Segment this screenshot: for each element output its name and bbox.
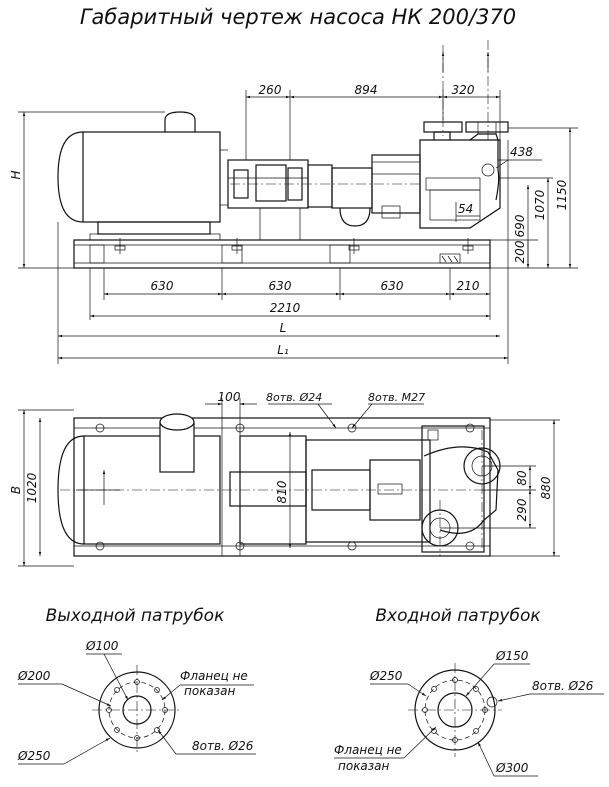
base-frame <box>73 239 491 269</box>
dim-810: 810 <box>275 480 289 503</box>
dim-200: 200 <box>513 240 527 263</box>
dims-top-view: 100 8отв. Ø24 8отв. М27 B 1020 810 80 29… <box>9 390 560 567</box>
dim-1070: 1070 <box>533 189 547 220</box>
inlet-d300: Ø300 <box>495 761 529 775</box>
outlet-d200: Ø200 <box>17 669 51 683</box>
outlet-flange-detail: Выходной патрубок Ø100 Ø200 Ø250 Фланец … <box>17 606 256 765</box>
dim-B: B <box>9 486 23 494</box>
inlet-flange-side <box>465 121 509 133</box>
dims-bottom: 630 630 630 210 2210 L L₁ <box>57 140 509 364</box>
outlet-title: Выходной патрубок <box>46 606 225 626</box>
dim-2210: 2210 <box>270 301 301 315</box>
dim-320: 320 <box>452 83 475 97</box>
side-view: 260 894 320 1150 1070 690 200 438 54 <box>9 40 578 364</box>
dim-54: 54 <box>458 202 473 216</box>
outlet-holes: 8отв. Ø26 <box>192 739 254 753</box>
dim-210: 210 <box>457 279 480 293</box>
inlet-title: Входной патрубок <box>375 606 541 626</box>
outlet-note-2: показан <box>184 684 236 698</box>
dims-top: 260 894 320 <box>245 83 501 160</box>
top-view: 100 8отв. Ø24 8отв. М27 B 1020 810 80 29… <box>9 390 560 567</box>
dim-630-2: 630 <box>269 279 292 293</box>
inlet-d150: Ø150 <box>495 649 529 663</box>
dim-690: 690 <box>513 214 527 237</box>
dim-80: 80 <box>515 470 529 486</box>
base-frame-top <box>73 417 491 557</box>
outlet-d250: Ø250 <box>17 749 51 763</box>
dim-L1: L₁ <box>277 343 289 357</box>
dim-894: 894 <box>355 83 378 97</box>
inlet-note-2: показан <box>338 759 390 773</box>
dim-H-group: H <box>9 111 165 269</box>
dim-260: 260 <box>259 83 282 97</box>
motor-body <box>82 131 221 223</box>
dim-290: 290 <box>515 498 529 521</box>
drawing-title: Габаритный чертеж насоса НК 200/370 <box>80 5 516 29</box>
inlet-note-1: Фланец не <box>334 743 402 757</box>
outlet-note-1: Фланец не <box>180 669 248 683</box>
holes-M27-label: 8отв. М27 <box>368 391 425 404</box>
pump-volute <box>419 139 501 229</box>
dim-630-3: 630 <box>381 279 404 293</box>
pump-volute-top <box>421 425 485 553</box>
holes-24-label: 8отв. Ø24 <box>266 391 322 404</box>
inlet-flange-detail: Входной патрубок Ø150 Ø250 8отв. Ø26 Фла… <box>334 606 604 777</box>
dim-H: H <box>9 170 23 179</box>
inlet-d250: Ø250 <box>369 669 403 683</box>
dim-L: L <box>280 321 287 335</box>
pump-bearing-frame <box>331 167 373 209</box>
dim-438: 438 <box>510 145 533 159</box>
dim-100-top: 100 <box>218 390 241 404</box>
dim-1020: 1020 <box>25 472 39 503</box>
outlet-d100: Ø100 <box>85 639 119 653</box>
motor-fan-cover <box>57 131 84 223</box>
dim-880: 880 <box>539 476 553 499</box>
inlet-holes: 8отв. Ø26 <box>532 679 594 693</box>
dim-1150: 1150 <box>555 179 569 210</box>
dim-630-1: 630 <box>151 279 174 293</box>
motor-lifting-eye <box>164 111 196 132</box>
dims-right: 1150 1070 690 200 438 54 <box>455 127 578 269</box>
